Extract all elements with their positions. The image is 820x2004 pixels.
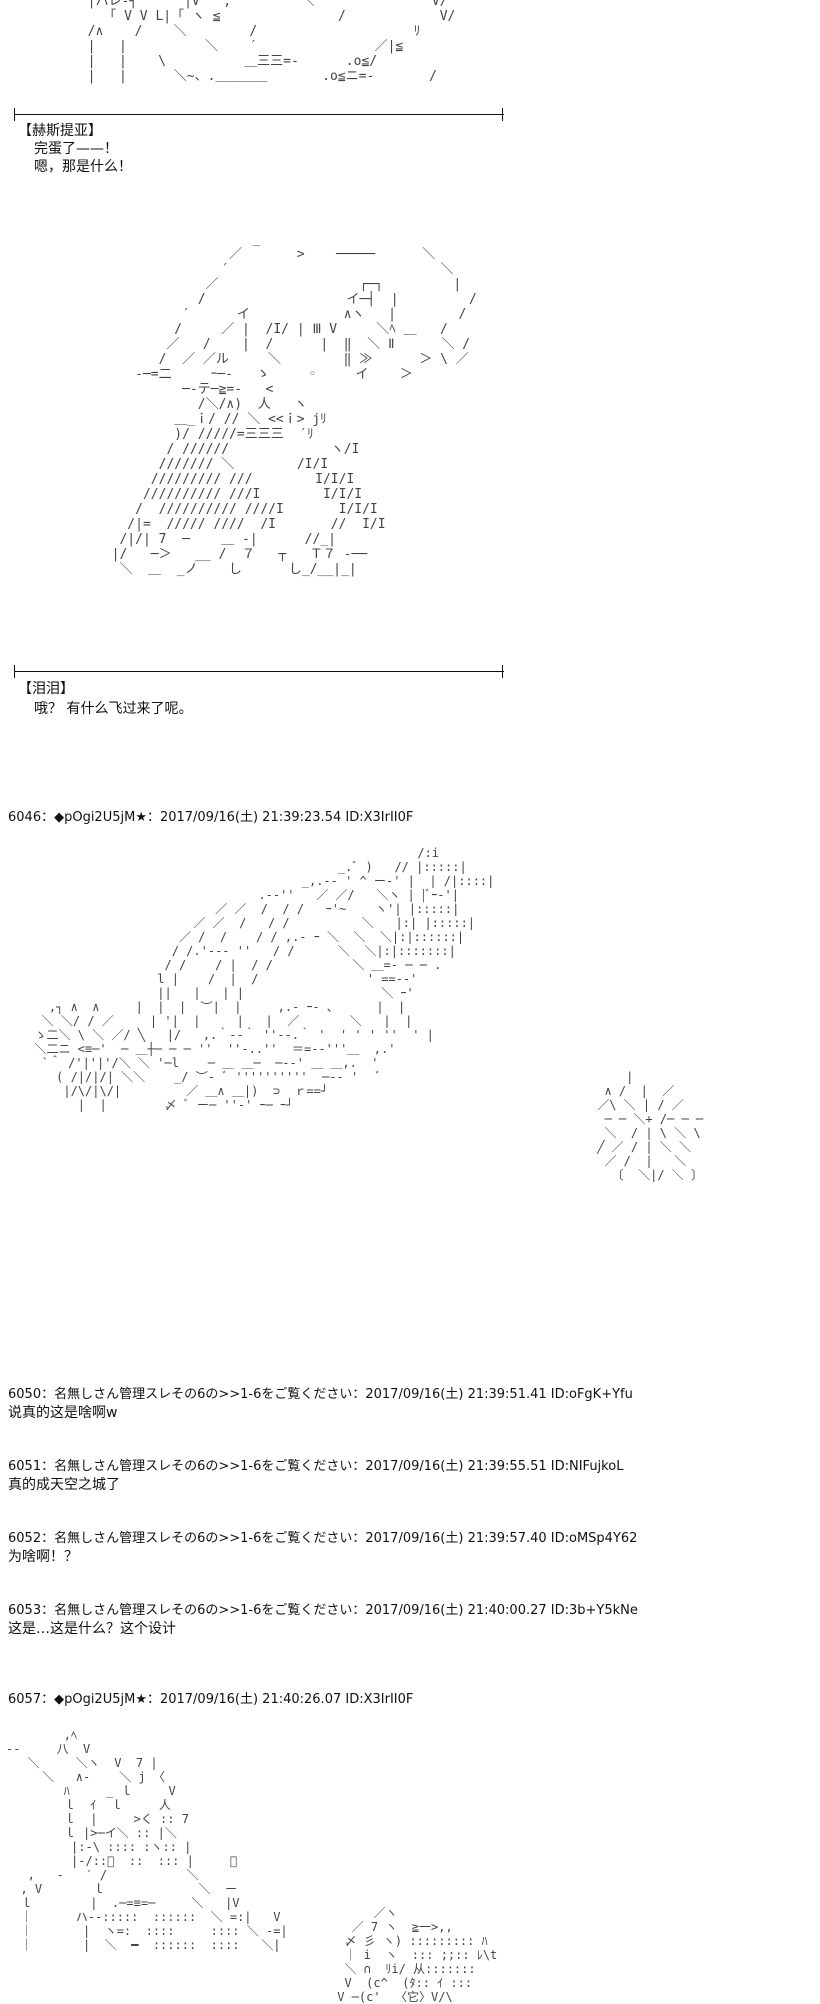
speaker-name: 【泪泪】 — [18, 681, 74, 697]
post-header: 6053：名無しさん管理スレその6の>>1-6をご覧ください：2017/09/1… — [8, 1603, 638, 1618]
post-body: 这是…这是什么？这个设计 — [8, 1621, 176, 1637]
post-header: 6052：名無しさん管理スレその6の>>1-6をご覧ください：2017/09/1… — [8, 1531, 638, 1546]
post-body: 说真的这是啥啊w — [8, 1405, 118, 1421]
dialogue-line: 嗯，那是什么！ — [34, 159, 132, 175]
post-header-6046: 6046：◆pOgi2U5jM★：2017/09/16(土) 21:39:23.… — [8, 810, 414, 825]
post-header-6057: 6057：◆pOgi2U5jM★：2017/09/16(土) 21:40:26.… — [8, 1692, 414, 1707]
dialogue-line: 哦？ 有什么飞过来了呢。 — [34, 701, 193, 717]
divider-2 — [14, 665, 504, 678]
post-body: 真的成天空之城了 — [8, 1477, 120, 1493]
divider-1-left-tick — [14, 108, 15, 121]
ascii-art-post-6046-right: | ∧ / | ／ ／\ ＼ | / ／ ─ ─ ＼+ /─ ─ ─ ＼ / |… — [597, 1070, 704, 1182]
post-header: 6050：名無しさん管理スレその6の>>1-6をご覧ください：2017/09/1… — [8, 1387, 633, 1402]
divider-2-right-tick — [502, 665, 503, 678]
divider-1-right-tick — [502, 108, 503, 121]
post-body: 为啥啊！？ — [8, 1549, 78, 1565]
divider-1 — [14, 108, 504, 121]
post-header: 6051：名無しさん管理スレその6の>>1-6をご覧ください：2017/09/1… — [8, 1459, 624, 1474]
ascii-art-post-6057: ,ﾍ -- 八 V ＼ ＼ヽ V 7 | ＼ ∧‐ ＼ j 〈 ﾊ _ ｌ V … — [6, 1728, 288, 1952]
divider-2-left-tick — [14, 665, 15, 678]
ascii-art-post-6057-right: ／ヽ ／ 7 ヽ ≧一>,, 〆 彡 ヽ) ::::::::: ﾊ ｜ i ヽ … — [337, 1906, 498, 2004]
ascii-art-scene2: _ ／ > ───── ＼ ′ ＼ ／ ┌─┐ | / イ─┤ | / ′ — [111, 232, 477, 577]
ascii-art-post-6046: /:i _.ﾞ ) // |:::::| _,.-‐ ' ^ ー-' | | /… — [34, 846, 495, 1112]
speaker-name: 【赫斯提亚】 — [18, 123, 102, 139]
dialogue-line: 完蛋了——！ — [34, 141, 118, 157]
ascii-art-scene1: |ハレ‐┤ |V ; ＼ V/ 「 V V L|「 ヽ ≦ / V/ /∧ / … — [87, 0, 456, 84]
